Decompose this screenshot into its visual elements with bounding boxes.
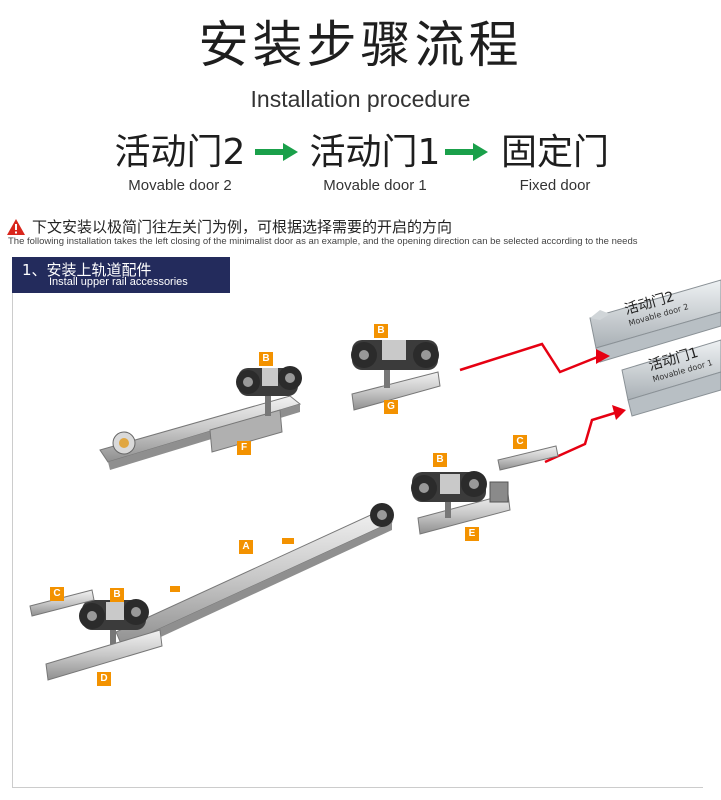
part-f-assembly (100, 366, 302, 470)
part-label-g: G (384, 400, 398, 414)
part-label-d: D (97, 672, 111, 686)
part-label-a: A (239, 540, 253, 554)
part-label-f: F (237, 441, 251, 455)
part-label-c: C (50, 587, 64, 601)
callout-arrow-icon (460, 344, 600, 372)
section-header: 1、安装上轨道配件 Install upper rail accessories (12, 257, 230, 293)
part-c-plate (498, 446, 558, 470)
section-title-en: Install upper rail accessories (49, 276, 188, 288)
part-label-b: B (433, 453, 447, 467)
part-a-assembly (79, 503, 394, 654)
part-label-b: B (259, 352, 273, 366)
part-e-assembly (411, 471, 510, 534)
part-label-b: B (374, 324, 388, 338)
part-label-c: C (513, 435, 527, 449)
part-label-b: B (110, 588, 124, 602)
part-label-e: E (465, 527, 479, 541)
